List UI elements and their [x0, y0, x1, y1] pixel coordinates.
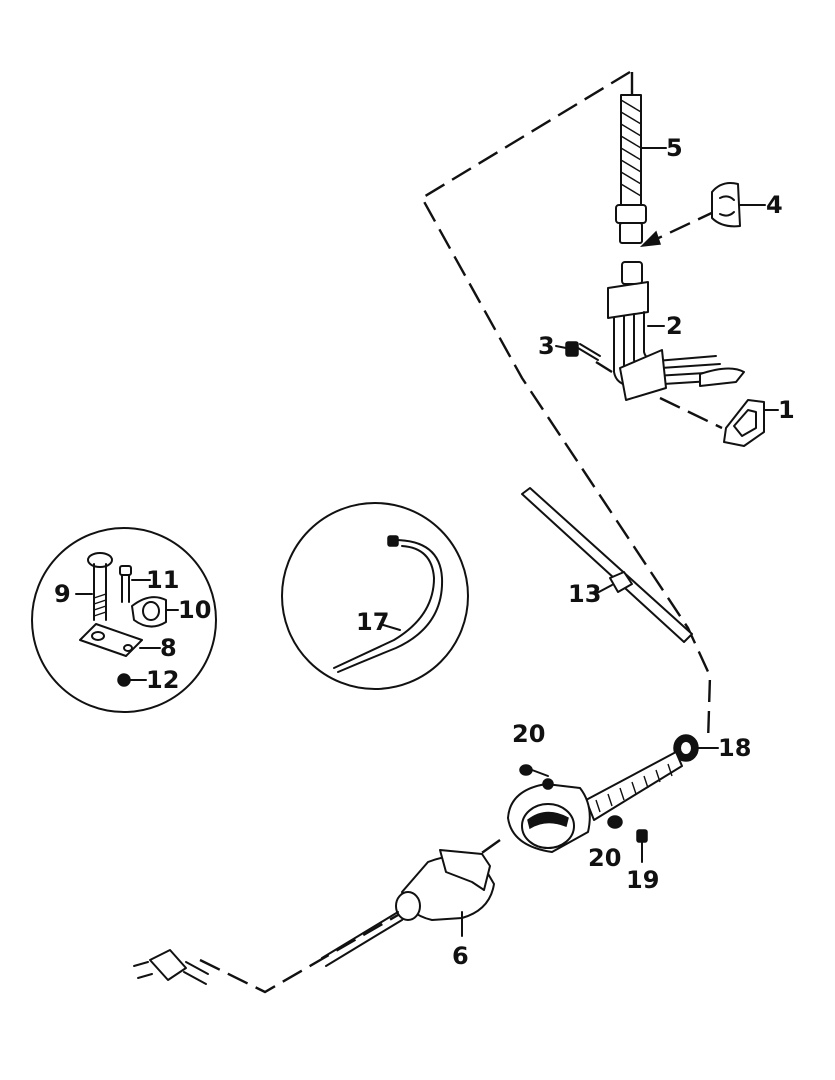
label-5: 5	[666, 134, 683, 162]
dashed-boundary-line	[420, 70, 712, 743]
part-10-clamp	[131, 596, 179, 628]
label-11: 11	[146, 566, 179, 594]
part-3-bolt	[555, 341, 601, 361]
part-5-cable	[615, 94, 667, 244]
part-12-nut	[117, 673, 147, 687]
label-17: 17	[356, 608, 389, 636]
dashed-cable-plug	[199, 913, 399, 994]
part-19-screw	[636, 829, 648, 863]
part-9-bolt	[75, 552, 113, 621]
label-4: 4	[766, 191, 783, 219]
part-11-screw	[119, 565, 151, 603]
label-8: 8	[160, 634, 177, 662]
label-13: 13	[568, 580, 601, 608]
part-6-plug	[321, 849, 495, 967]
label-1: 1	[778, 396, 795, 424]
label-3: 3	[538, 332, 555, 360]
part-1-gasket	[723, 399, 779, 447]
label-10: 10	[178, 596, 211, 624]
label-20-right: 20	[588, 844, 621, 872]
part-8-plate	[79, 623, 161, 657]
label-9: 9	[54, 580, 71, 608]
part-2-manifold	[607, 261, 745, 401]
label-20-top: 20	[512, 720, 545, 748]
label-19: 19	[626, 866, 659, 894]
label-12: 12	[146, 666, 179, 694]
label-6: 6	[452, 942, 469, 970]
mains-plug	[133, 949, 209, 985]
dashed-arrow-line	[649, 208, 719, 244]
socket-housing	[507, 751, 683, 853]
dashed-bolt-line	[595, 360, 613, 374]
part-4-clip	[711, 182, 766, 228]
inset-circle-hardware	[31, 527, 217, 713]
label-2: 2	[666, 312, 683, 340]
part-17-cable-tie	[333, 535, 444, 673]
part-20-washer-top	[519, 764, 549, 777]
dashed-cable-lower	[471, 839, 501, 861]
inset-circle-part-17	[281, 502, 469, 690]
dashed-gasket-line	[659, 396, 723, 430]
part-20-washer-right	[607, 815, 623, 829]
label-18: 18	[718, 734, 751, 762]
part-13-rod	[521, 487, 693, 643]
arrow-head	[639, 230, 662, 247]
part-18-grommet	[673, 734, 719, 762]
